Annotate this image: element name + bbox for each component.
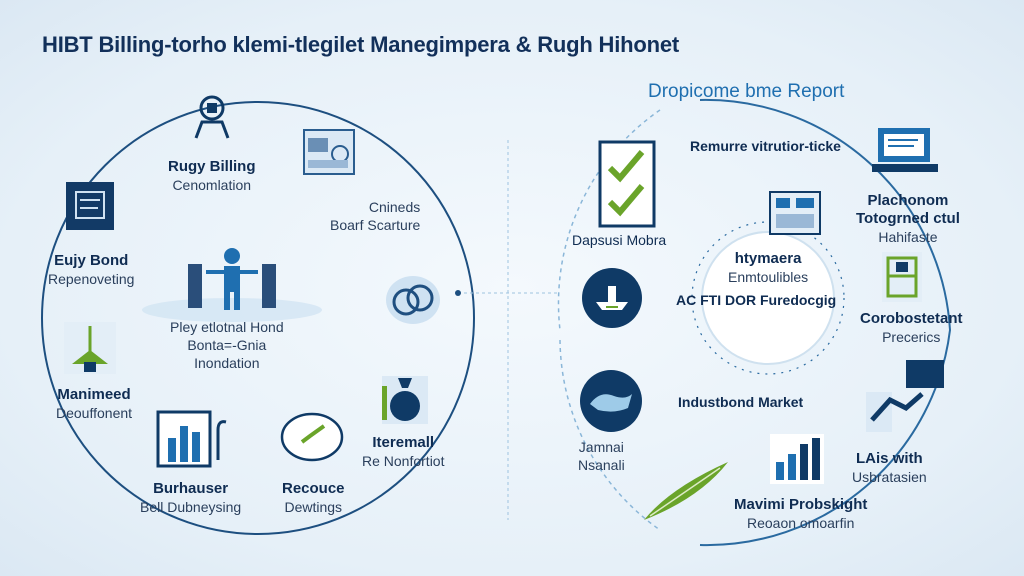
dashboard-icon [769,191,821,235]
node-subtitle: Enmtoulibles [728,269,809,285]
node-heading: Pley etlotnal Hond [170,319,284,335]
money-bag-icon [382,376,428,424]
node-subtitle-2: Inondation [194,355,260,371]
node-subtitle: Boarf Scarture [330,217,421,233]
node-manimeed: Manimeed Deouffonent [56,386,132,422]
node-plachonom: Plachonom Totogrned ctul Hahifaste [856,192,960,246]
ship-icon [582,268,642,328]
node-subtitle: Re Nonfortiot [362,453,445,469]
node-heading: Jamnai [578,439,624,455]
node-cnineds: Cnineds Boarf Scarture [330,198,420,234]
billing-person-icon [194,95,230,139]
node-recouce: Recouce Dewtings [282,480,345,516]
node-subtitle: Deouffonent [56,405,133,421]
node-subtitle-2: Hahifaste [878,229,938,245]
node-heading: Rugy Billing [168,158,256,175]
crate-icon [882,252,922,302]
node-subtitle: Reoaon omoarfin [746,515,855,531]
node-subtitle: Repenoveting [48,271,135,287]
node-jamnai: Jamnai Nsanali [578,438,625,474]
node-subtitle: Totogrned ctul [856,210,960,227]
node-heading: htymaera [734,250,802,267]
laptop-icon [872,128,938,172]
node-heading: LAis with [856,450,923,467]
node-eujy-bond: Eujy Bond Repenoveting [48,252,134,288]
node-subtitle: Bonta=-Gnia [187,337,267,353]
node-heading: Eujy Bond [54,252,129,269]
node-htymaera: htymaera Enmtoulibles [728,250,808,286]
node-subtitle: Dewtings [284,499,343,515]
coins-icon [386,276,440,324]
node-heading: Cnineds [368,199,421,215]
node-heading: Plachonom [867,192,949,209]
checklist-icon [598,140,656,228]
node-heading: Mavimi Probskight [734,496,868,513]
report-title: Dropicome bme Report [648,81,845,102]
node-heading: Manimeed [57,386,131,403]
node-subtitle: Bell Dubneysing [140,499,242,515]
node-heading: Corobostetant [860,310,963,327]
growth-chart-icon [770,434,824,484]
page-title: HIBT Billing-torho klemi-tlegilet Manegi… [42,32,680,57]
people-group-icon [188,248,276,310]
handshake-icon [866,360,944,432]
node-subtitle: Cenomlation [172,177,252,193]
node-burhauser: Burhauser Bell Dubneysing [140,480,241,516]
label-remurre: Remurre vitrutior-ticke [690,138,841,154]
node-mavimi: Mavimi Probskight Reoaon omoarfin [734,496,867,532]
node-lais-with: LAis with Usbratasien [852,450,927,486]
machine-icon [303,129,355,175]
node-subtitle: Nsanali [578,457,625,473]
node-heading: Burhauser [153,480,229,497]
bond-document-icon [66,182,114,230]
label-industbond: Industbond Market [678,394,804,410]
node-pley-etlotnal: Pley etlotnal Hond Bonta=-Gnia Inondatio… [170,318,284,372]
node-subtitle: Usbratasien [852,469,927,485]
node-iteremall: Iteremall Re Nonfortiot [362,434,444,470]
bar-chart-icon [156,410,227,468]
leaf-icon [644,462,728,520]
node-corobostetant: Corobostetant Precerics [860,310,963,346]
node-rugy-billing: Rugy Billing Cenomlation [168,158,256,194]
node-heading: Iteremall [372,434,435,451]
label-dapsusi: Dapsusi Mobra [572,232,667,248]
node-heading: Recouce [282,480,345,497]
label-ac-fti-dor: AC FTI DOR Furedocgig [676,292,837,308]
plant-chart-icon [64,322,116,374]
map-globe-icon [580,370,642,432]
node-subtitle: Precerics [882,329,941,345]
check-plate-icon [280,412,344,462]
